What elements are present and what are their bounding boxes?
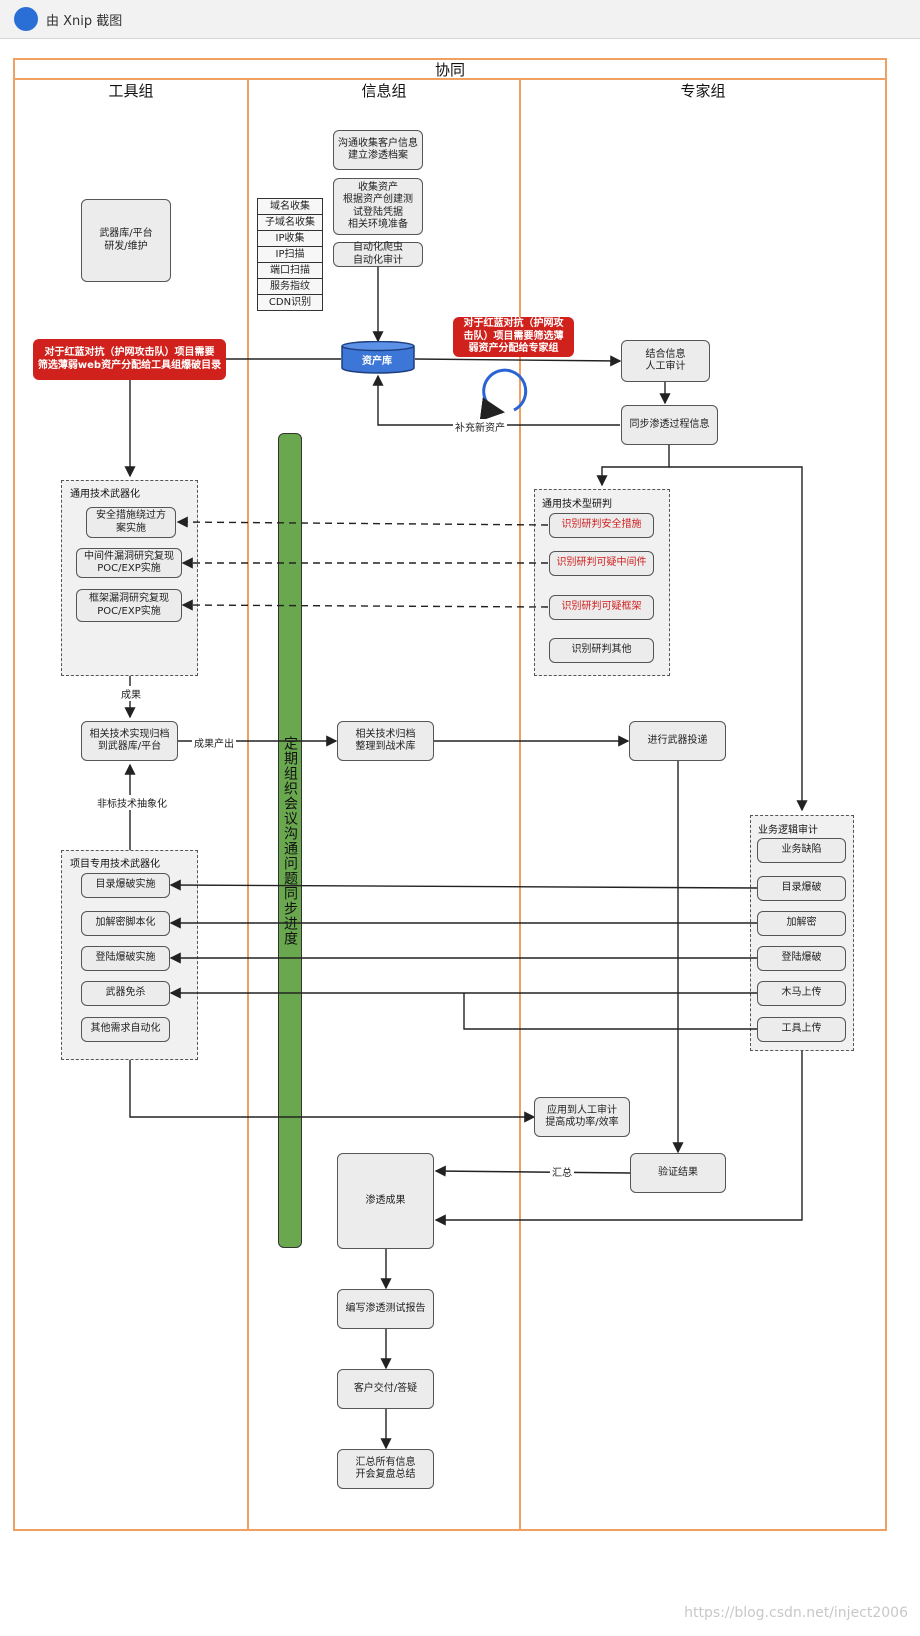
- group-logic-audit-label: 业务逻辑审计: [758, 825, 818, 836]
- logic-item-crypto: 加解密: [757, 911, 846, 936]
- collect-assets-box: 收集资产 根据资产创建测 试登陆凭据 相关环境准备: [333, 178, 423, 235]
- collect-customer-info-box: 沟通收集客户信息 建立渗透档案: [333, 130, 423, 170]
- logic-item-login-bruteforce: 登陆爆破: [757, 946, 846, 971]
- collect-item: IP扫描: [257, 247, 323, 263]
- logic-item-dir-bruteforce: 目录爆破: [757, 876, 846, 901]
- watermark: https://blog.csdn.net/inject2006: [684, 1605, 908, 1621]
- general-item-middleware-poc: 中间件漏洞研究复现 POC/EXP实施: [76, 548, 182, 578]
- lane-title-info: 信息组: [361, 82, 407, 100]
- research-item-other: 识别研判其他: [549, 638, 654, 663]
- general-item-framework-poc: 框架漏洞研究复现 POC/EXP实施: [76, 589, 182, 622]
- collect-item: IP收集: [257, 231, 323, 247]
- research-item-framework: 识别研判可疑框架: [549, 595, 654, 620]
- expert-red-note: 对于红蓝对抗（护网攻 击队）项目需要筛选薄 弱资产分配给专家组: [453, 317, 574, 357]
- label-result-output: 成果产出: [192, 735, 236, 750]
- write-report-box: 编写渗透测试报告: [337, 1289, 434, 1329]
- xnip-app-icon: [14, 7, 38, 31]
- customer-delivery-box: 客户交付/答疑: [337, 1369, 434, 1409]
- label-result: 成果: [119, 686, 143, 701]
- lane-expert: [519, 78, 887, 1531]
- verify-result-box: 验证结果: [630, 1153, 726, 1193]
- project-item-login-bruteforce: 登陆爆破实施: [81, 946, 170, 971]
- tactic-archive-box: 相关技术归档 整理到战术库: [337, 721, 434, 761]
- collect-item: 子域名收集: [257, 215, 323, 231]
- logic-item-tool-upload: 工具上传: [757, 1017, 846, 1042]
- archive-to-platform-box: 相关技术实现归档 到武器库/平台: [81, 721, 178, 761]
- weapon-deploy-box: 进行武器投递: [629, 721, 726, 761]
- research-item-middleware: 识别研判可疑中间件: [549, 551, 654, 576]
- research-item-security: 识别研判安全措施: [549, 513, 654, 538]
- collect-item: 端口扫描: [257, 263, 323, 279]
- label-non-standard: 非标技术抽象化: [95, 795, 169, 810]
- project-item-crypto-script: 加解密脚本化: [81, 911, 170, 936]
- collect-list: 域名收集 子域名收集 IP收集 IP扫描 端口扫描 服务指纹 CDN识别: [257, 198, 323, 311]
- lane-title-expert: 专家组: [680, 82, 726, 100]
- apply-manual-audit-box: 应用到人工审计 提高成功率/效率: [534, 1097, 630, 1137]
- asset-db-icon: [341, 341, 415, 374]
- lane-title-tool: 工具组: [108, 82, 154, 100]
- window-title: 由 Xnip 截图: [46, 14, 123, 29]
- label-summary: 汇总: [550, 1164, 574, 1179]
- title-bar: 由 Xnip 截图: [0, 0, 920, 39]
- group-general-research-label: 通用技术型研判: [542, 499, 612, 510]
- group-general-weaponize-label: 通用技术武器化: [70, 489, 140, 500]
- asset-db-label: 资产库: [362, 356, 392, 367]
- project-item-dir-bruteforce: 目录爆破实施: [81, 873, 170, 898]
- project-item-av-evasion: 武器免杀: [81, 981, 170, 1006]
- collect-item: CDN识别: [257, 295, 323, 311]
- label-add-asset: 补充新资产: [453, 419, 507, 434]
- general-item-security-bypass: 安全措施绕过方 案实施: [86, 507, 176, 538]
- tool-red-note: 对于红蓝对抗（护网攻击队）项目需要 筛选薄弱web资产分配给工具组爆破目录: [33, 339, 226, 380]
- diagram-title: 协同: [434, 61, 465, 79]
- pentest-result-box: 渗透成果: [337, 1153, 434, 1249]
- weapon-platform-box: 武器库/平台 研发/维护: [81, 199, 171, 282]
- project-item-other-automation: 其他需求自动化: [81, 1017, 170, 1042]
- logic-item-business-defect: 业务缺陷: [757, 838, 846, 863]
- collect-item: 域名收集: [257, 198, 323, 215]
- manual-audit-box: 结合信息 人工审计: [621, 340, 710, 382]
- logic-item-trojan-upload: 木马上传: [757, 981, 846, 1006]
- meeting-bar: 定期组织会议沟通问题同步进度: [278, 433, 302, 1248]
- summary-review-box: 汇总所有信息 开会复盘总结: [337, 1449, 434, 1489]
- sync-progress-box: 同步渗透过程信息: [621, 405, 718, 445]
- group-project-weaponize-label: 项目专用技术武器化: [70, 859, 160, 870]
- collect-item: 服务指纹: [257, 279, 323, 295]
- auto-crawler-box: 自动化爬虫 自动化审计: [333, 242, 423, 267]
